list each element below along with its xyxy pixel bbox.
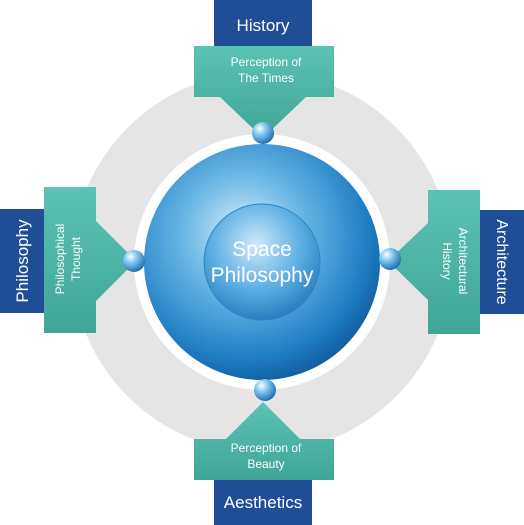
- title-box-history: [214, 0, 312, 46]
- arrow-right: [388, 190, 480, 334]
- title-box-aesthetics: [214, 480, 312, 525]
- subtitle-left-line1: Philosophical: [53, 224, 67, 295]
- title-philosophy: Philosophy: [13, 219, 32, 303]
- node-left: Philosophy Philosophical Thought: [0, 187, 145, 333]
- subtitle-left-line2: Thought: [69, 236, 83, 281]
- connector-ball-top: [252, 122, 274, 144]
- node-bottom: Perception of Beauty Aesthetics: [194, 379, 334, 525]
- subtitle-top-line2: The Times: [238, 71, 294, 85]
- center-label-line2: Philosophy: [211, 264, 314, 287]
- title-box-philosophy: [0, 209, 44, 313]
- subtitle-right-line1: Architectural: [456, 228, 470, 295]
- connector-ball-left: [123, 250, 145, 272]
- node-right: Architectural History Architecture: [379, 190, 524, 334]
- arrow-bottom: [194, 402, 334, 480]
- center-label-line1: Space: [232, 238, 292, 261]
- title-history: History: [237, 16, 290, 35]
- arrow-top: [194, 46, 334, 138]
- title-aesthetics: Aesthetics: [224, 493, 302, 512]
- title-architecture: Architecture: [493, 219, 510, 304]
- subtitle-bottom-line2: Beauty: [247, 457, 284, 471]
- connector-ball-right: [379, 248, 401, 270]
- arrow-left: [44, 187, 136, 333]
- subtitle-top-line1: Perception of: [231, 55, 302, 69]
- center-sphere: [203, 203, 321, 321]
- node-top: History Perception of The Times: [194, 0, 334, 144]
- title-box-architecture: [480, 210, 524, 314]
- subtitle-bottom-line1: Perception of: [231, 441, 302, 455]
- subtitle-right-line2: History: [440, 242, 454, 279]
- connector-ball-bottom: [254, 379, 276, 401]
